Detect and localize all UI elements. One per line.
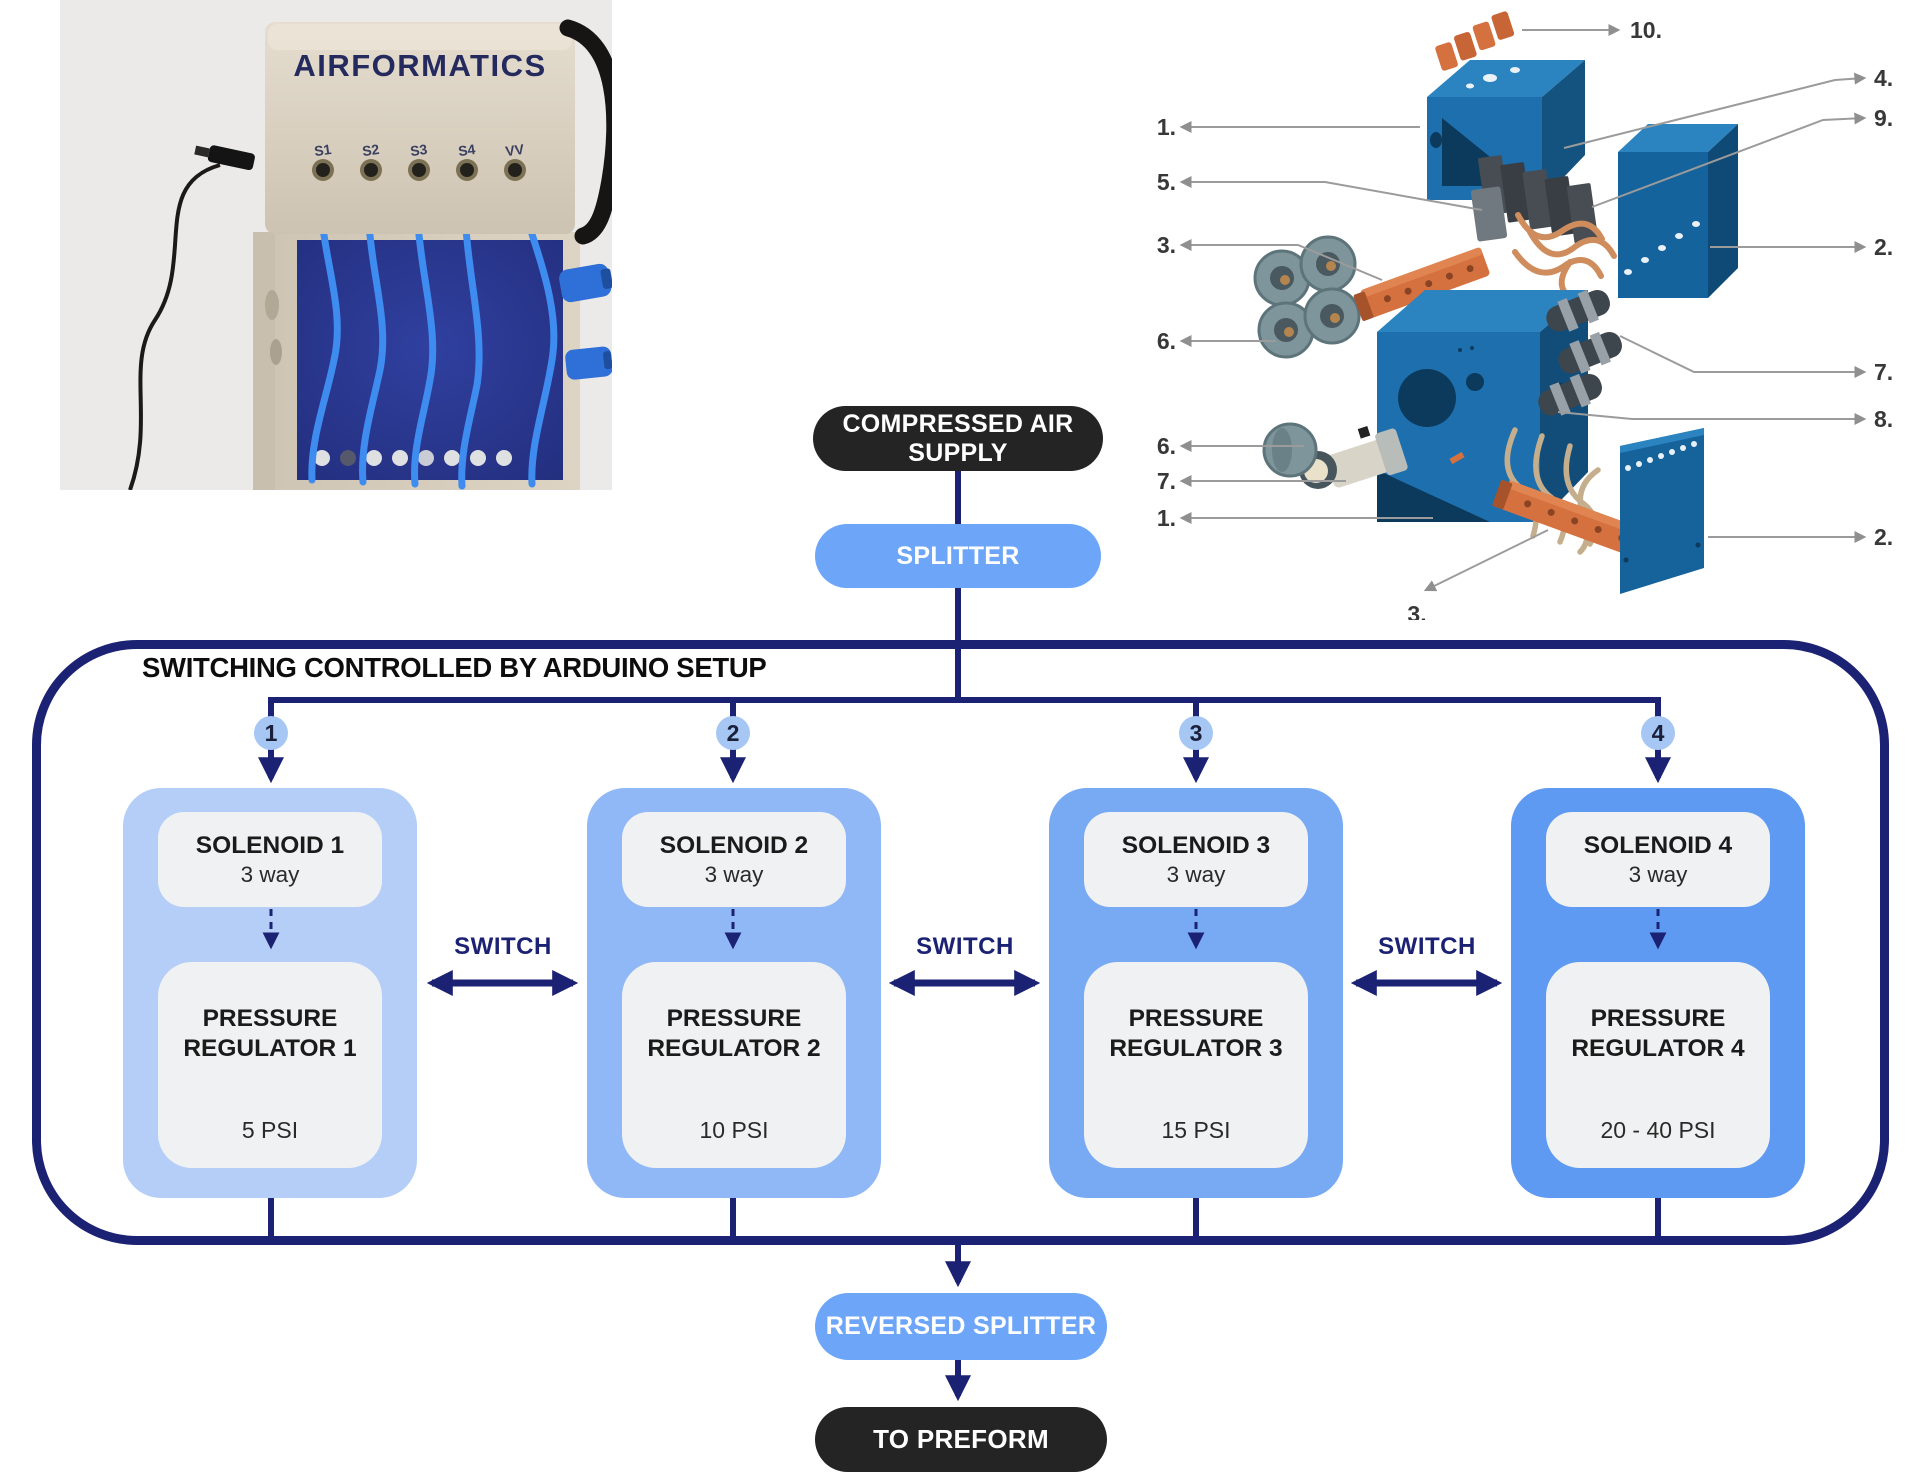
- reversed-splitter-node: REVERSED SPLITTER: [815, 1293, 1107, 1360]
- regulator-pressure: 5 PSI: [241, 1117, 299, 1143]
- device-upper-body: [265, 22, 575, 234]
- exploded-part-port-caps: [1253, 235, 1361, 359]
- callout-label: 3.: [1157, 232, 1176, 258]
- switch-label-3: SWITCH: [1378, 933, 1476, 960]
- exploded-view-render: 1. 5. 3. 6. 6. 7. 1. 10. 4. 9. 2. 7. 8. …: [1157, 11, 1893, 620]
- container-title: SWITCHING CONTROLLED BY ARDUINO SETUP: [142, 652, 767, 683]
- callout-label: 1.: [1157, 505, 1176, 531]
- solenoid-node-1: SOLENOID 1 3 way: [158, 812, 382, 907]
- regulator-pressure: 10 PSI: [699, 1117, 769, 1143]
- switch-label-1: SWITCH: [454, 933, 552, 960]
- product-photo: AIRFORMATICS S1 S2 S3 S4 VV: [60, 0, 612, 490]
- power-wire: [128, 163, 221, 490]
- switch-label-2: SWITCH: [916, 933, 1014, 960]
- exploded-callout-lines: [1179, 24, 1867, 592]
- callout-label: 2.: [1874, 234, 1893, 260]
- exploded-part-manifold-upper: [1353, 247, 1490, 321]
- regulator-title: PRESSURE REGULATOR 2: [647, 1005, 821, 1062]
- power-cable: [559, 19, 612, 245]
- regulator-title: PRESSURE REGULATOR 4: [1571, 1005, 1745, 1062]
- regulator-node-3: PRESSURE REGULATOR 3 15 PSI: [1084, 962, 1308, 1168]
- output-ports: S1 S2 S3 S4 VV: [312, 141, 526, 181]
- regulator-title: PRESSURE REGULATOR 3: [1109, 1005, 1283, 1062]
- branch-block-4: SOLENOID 4 3 way PRESSURE REGULATOR 4 20…: [1511, 788, 1805, 1198]
- callout-label: 7.: [1874, 359, 1893, 385]
- port-label: S3: [409, 141, 428, 159]
- solenoid-title: SOLENOID 2: [659, 831, 809, 859]
- blue-connector: [565, 346, 612, 380]
- solenoid-mode: 3 way: [1166, 861, 1226, 887]
- port-label: VV: [504, 141, 525, 160]
- solenoid-title: SOLENOID 3: [1121, 831, 1271, 859]
- callout-label: 1.: [1157, 114, 1176, 140]
- solenoid-mode: 3 way: [240, 861, 300, 887]
- compressed-air-supply-node: COMPRESSED AIR SUPPLY: [813, 406, 1103, 471]
- exploded-part-side-housing: [1618, 124, 1738, 298]
- callout-label: 8.: [1874, 406, 1893, 432]
- callout-label: 10.: [1630, 17, 1662, 43]
- to-preform-node: TO PREFORM: [815, 1407, 1107, 1472]
- callout-label: 7.: [1157, 468, 1176, 494]
- branch-block-2: SOLENOID 2 3 way PRESSURE REGULATOR 2 10…: [587, 788, 881, 1198]
- exploded-view: 1. 5. 3. 6. 6. 7. 1. 10. 4. 9. 2. 7. 8. …: [930, 0, 1920, 620]
- exploded-part-cable-clips: [1435, 11, 1515, 71]
- callout-label: 4.: [1874, 65, 1893, 91]
- side-vent-hole: [265, 290, 279, 320]
- solenoid-node-2: SOLENOID 2 3 way: [622, 812, 846, 907]
- solenoid-node-4: SOLENOID 4 3 way: [1546, 812, 1770, 907]
- exploded-part-side-plate: [1620, 428, 1704, 594]
- callout-label: 6.: [1157, 433, 1176, 459]
- port-fittings: [312, 159, 526, 181]
- solenoid-mode: 3 way: [704, 861, 764, 887]
- regulator-pressure: 20 - 40 PSI: [1600, 1117, 1716, 1143]
- side-vent-hole: [270, 339, 282, 365]
- regulator-pressure: 15 PSI: [1161, 1117, 1231, 1143]
- regulator-node-2: PRESSURE REGULATOR 2 10 PSI: [622, 962, 846, 1168]
- exploded-part-valve-block: [1470, 186, 1508, 242]
- callout-label: 9.: [1874, 105, 1893, 131]
- exploded-part-manifold-lower: [1492, 479, 1651, 559]
- callout-label: 6.: [1157, 328, 1176, 354]
- brand-logo-text: AIRFORMATICS: [293, 48, 546, 83]
- callout-label: 5.: [1157, 169, 1176, 195]
- solenoid-node-3: SOLENOID 3 3 way: [1084, 812, 1308, 907]
- port-label: S4: [457, 141, 476, 159]
- callout-label: 2.: [1874, 524, 1893, 550]
- regulator-node-1: PRESSURE REGULATOR 1 5 PSI: [158, 962, 382, 1168]
- port-label: S1: [313, 141, 332, 159]
- exploded-part-fittings: [1538, 289, 1622, 416]
- solenoid-mode: 3 way: [1628, 861, 1688, 887]
- exploded-part-copper-tubes: [1512, 212, 1617, 305]
- exploded-part-pressure-regulator: [1262, 422, 1408, 489]
- device-top-highlight: [268, 24, 572, 50]
- splitter-node: SPLITTER: [815, 524, 1101, 588]
- solenoid-title: SOLENOID 1: [195, 831, 345, 859]
- port-label: S2: [361, 141, 380, 159]
- exploded-callout-labels: 1. 5. 3. 6. 6. 7. 1. 10. 4. 9. 2. 7. 8. …: [1157, 17, 1893, 620]
- callout-label: 3.: [1407, 601, 1426, 620]
- regulator-title: PRESSURE REGULATOR 1: [183, 1005, 357, 1062]
- branch-block-1: SOLENOID 1 3 way PRESSURE REGULATOR 1 5 …: [123, 788, 417, 1198]
- regulator-node-4: PRESSURE REGULATOR 4 20 - 40 PSI: [1546, 962, 1770, 1168]
- branch-block-3: SOLENOID 3 3 way PRESSURE REGULATOR 3 15…: [1049, 788, 1343, 1198]
- power-plug: [194, 145, 255, 171]
- solenoid-title: SOLENOID 4: [1583, 831, 1733, 859]
- blue-connector: [559, 263, 612, 303]
- panel-vent-holes: [314, 450, 512, 466]
- airformatics-device-photo: AIRFORMATICS S1 S2 S3 S4 VV: [60, 0, 612, 490]
